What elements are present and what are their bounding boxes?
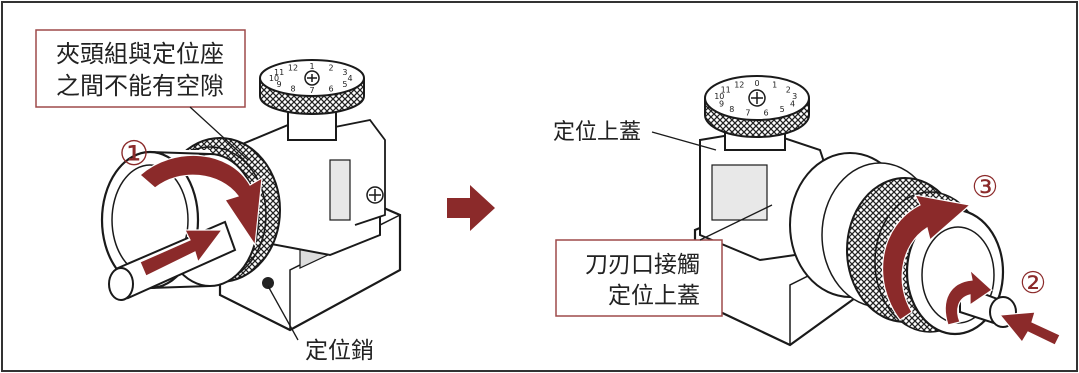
step-marker-3: ③ bbox=[972, 170, 999, 205]
dial-numeral: 4 bbox=[347, 74, 352, 83]
push-arrow-icon bbox=[998, 311, 1061, 346]
left-callout-leader bbox=[189, 106, 249, 161]
insert-arrow-icon bbox=[139, 229, 224, 277]
right-callout-line2: 定位上蓋 bbox=[608, 283, 700, 309]
cover-leader bbox=[651, 131, 717, 151]
dial-numeral: 3 bbox=[792, 92, 797, 101]
pin-label: 定位銷 bbox=[305, 338, 374, 364]
dial-numeral: 6 bbox=[764, 109, 769, 118]
dial-numeral: 10 bbox=[714, 92, 724, 101]
dial-numeral: 9 bbox=[277, 80, 282, 89]
dial-numeral: 7 bbox=[309, 86, 314, 95]
dial-numeral: 5 bbox=[780, 105, 785, 114]
dial-numeral: 11 bbox=[274, 68, 284, 77]
left-callout-line2: 之間不能有空隙 bbox=[56, 72, 224, 100]
dial-numeral: 4 bbox=[790, 99, 795, 108]
right-arrow-icon bbox=[447, 185, 495, 231]
dial-numeral: 5 bbox=[342, 80, 347, 89]
cover-label: 定位上蓋 bbox=[553, 120, 641, 145]
dial-numeral: 1 bbox=[309, 62, 314, 71]
dial-numeral: 12 bbox=[288, 64, 298, 73]
dial-numeral: 8 bbox=[290, 84, 295, 93]
dial-numeral: 2 bbox=[328, 64, 333, 73]
step-marker-1: ① bbox=[119, 134, 149, 174]
curved-arrow-icon bbox=[881, 194, 972, 321]
rotate-arrow-icon bbox=[944, 268, 993, 326]
curved-arrow-icon bbox=[139, 154, 263, 247]
dial-numeral: 6 bbox=[328, 84, 333, 93]
dial-numeral: 9 bbox=[719, 99, 724, 108]
dial-numeral: 7 bbox=[745, 109, 750, 118]
right-callout-box bbox=[555, 239, 723, 317]
step-marker-2: ② bbox=[1020, 266, 1047, 301]
dial-numeral: 8 bbox=[729, 105, 734, 114]
left-callout-box bbox=[35, 29, 246, 108]
dial-numeral: 1 bbox=[772, 81, 777, 90]
dial-numeral: 12 bbox=[734, 81, 744, 90]
right-callout-leader bbox=[699, 204, 773, 241]
dial-numeral: 3 bbox=[342, 68, 347, 77]
right-callout-line1: 刀刃口接觸 bbox=[585, 252, 700, 278]
left-callout-line1: 夾頭組與定位座 bbox=[56, 40, 224, 68]
dial-numeral: 10 bbox=[269, 74, 279, 83]
dial-numeral: 2 bbox=[786, 86, 791, 95]
dial-numeral: 0 bbox=[754, 79, 759, 88]
dial-numeral: 11 bbox=[721, 86, 731, 95]
pin-leader bbox=[267, 285, 299, 341]
